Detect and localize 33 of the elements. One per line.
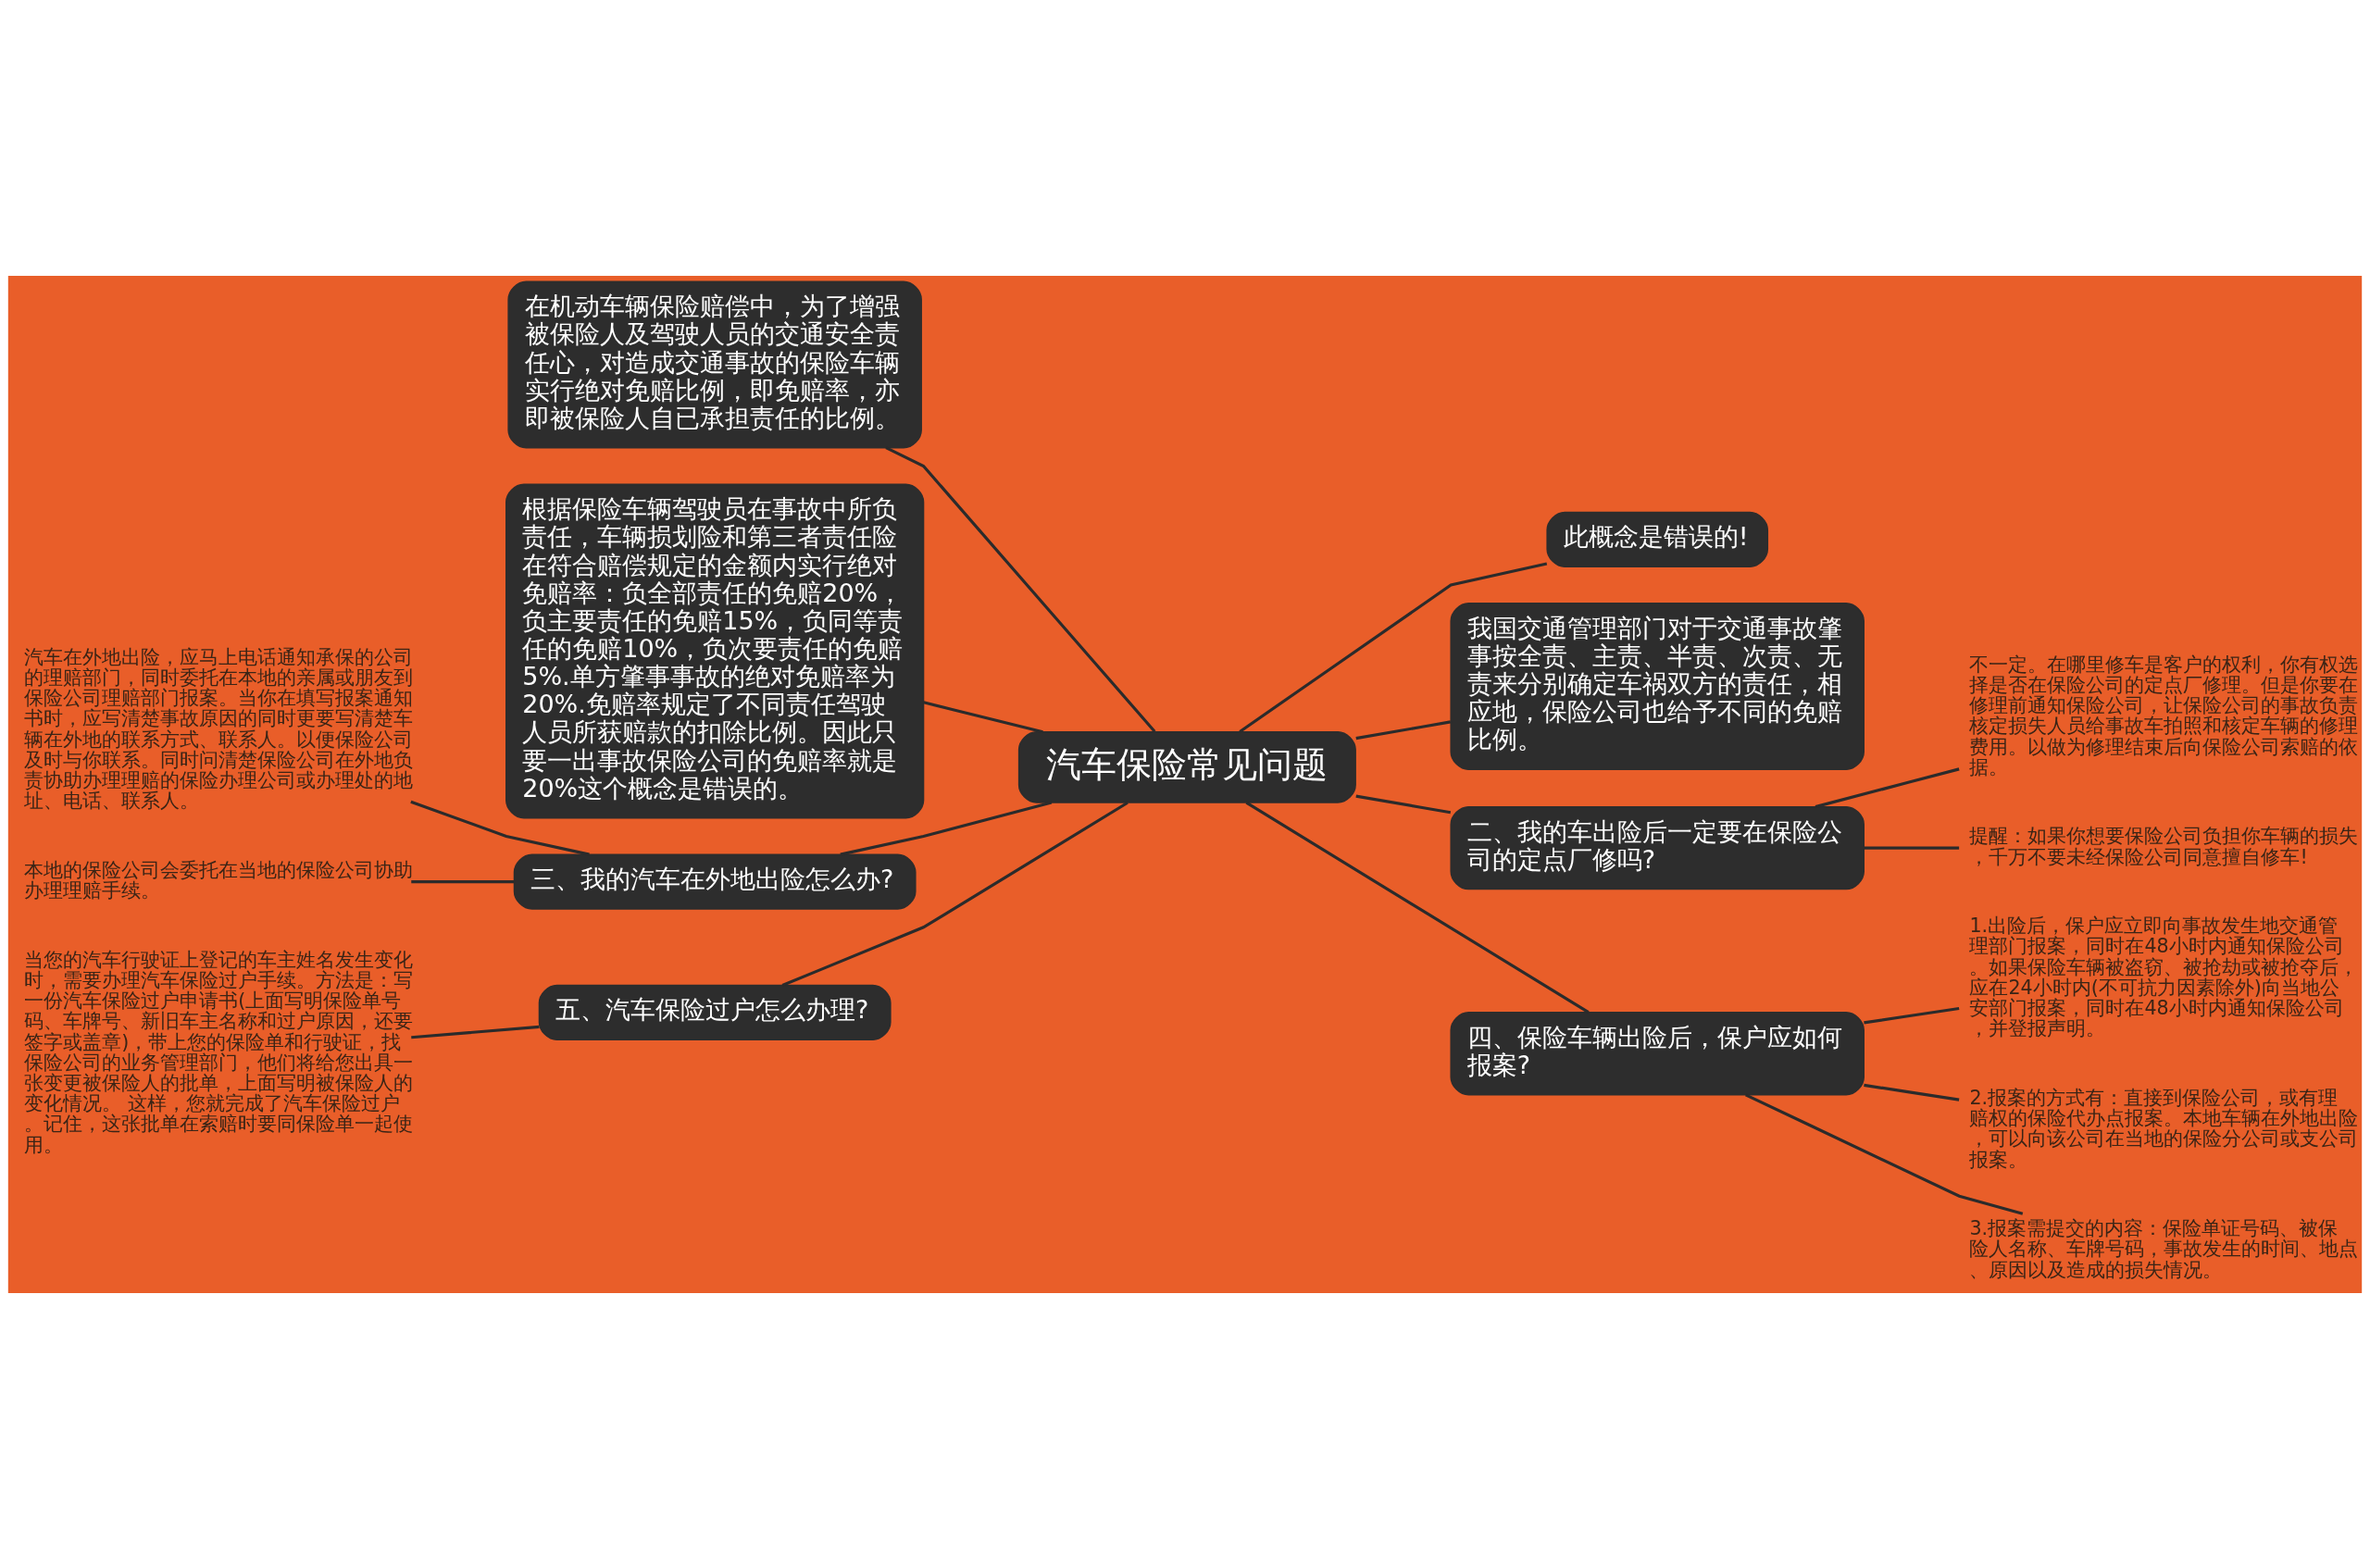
node-text: 3.报案需提交的内容：保险单证号码、被保险人名称、车牌号码，事故发生的时间、地点、原因以及造成的损失情况。 [1969, 1216, 2359, 1281]
connector [411, 1025, 540, 1039]
node-box: 五、汽车保险过户怎么办理? [538, 984, 892, 1040]
connector [1745, 1092, 2024, 1215]
node-box: 二、我的车出险后一定要在保险公司的定点厂修吗? [1450, 805, 1865, 890]
node-text: 1.出险后，保户应立即向事故发生地交通管理部门报案，同时在48小时内通知保险公司。如果保险车辆被盗窃、被抢劫或被抢夺后，应在24小时内(不可抗力因素除外)向当地公安部门报案，同时在48小时内通知保险公司，并登报声明。 [1969, 914, 2359, 1039]
node-box: 根据保险车辆驾驶员在事故中所负责任，车辆损划险和第三者责任险在符合赔偿规定的金额内实行绝对免赔率：负全部责任的免赔20%，负主要责任的免赔15%，负同等责任的免赔10%，负次要责任的免赔5%.单方肇事事故的绝对免赔率为20%.免赔率规定了不同责任驾驶人员所获赔款的扣除比例。因此只要一出事故保险公司的免赔率就是20%这个概念是错误的。 [505, 483, 925, 818]
node-box: 在机动车辆保险赔偿中，为了增强被保险人及驾驶人员的交通安全责任心，对造成交通事故的保险车辆实行绝对免赔比例，即免赔率，亦即被保险人自已承担责任的比例。 [507, 280, 922, 448]
node-box: 我国交通管理部门对于交通事故肇事按全责、主责、半责、次责、无责来分别确定车祸双方的责任，相应地，保险公司也给予不同的免赔比例。 [1450, 602, 1865, 770]
connector [1239, 562, 1548, 733]
node-box: 此概念是错误的! [1546, 511, 1769, 567]
connector [840, 801, 1053, 856]
connector [410, 800, 590, 856]
node-text: 本地的保险公司会委托在当地的保险公司协助办理理赔手续。 [24, 858, 414, 902]
connector [1245, 801, 1590, 1014]
connector [1864, 846, 1960, 850]
connector [1815, 766, 1960, 808]
connector [923, 700, 1043, 733]
connector [1864, 1083, 1960, 1101]
connector [885, 445, 1156, 732]
node-box: 四、保险车辆出险后，保户应如何报案? [1450, 1011, 1865, 1096]
connector [781, 801, 1129, 987]
connector [411, 879, 515, 883]
connector [1355, 794, 1452, 814]
node-text: 提醒：如果你想要保险公司负担你车辆的损失，千万不要未经保险公司同意擅自修车! [1969, 824, 2359, 868]
node-text: 当您的汽车行驶证上登记的车主姓名发生变化时，需要办理汽车保险过户手续。方法是：写一份汽车保险过户申请书(上面写明保险单号码、车牌号、新旧车主名称和过户原因，还要签字或盖章)，带上您的保险单和行驶证，找保险公司的业务管理部门，他们将给您出具一张变更被保险人的批单，上面写明被保险人的变化情况。 这样，您就完成了汽车保险过户。记住，这张批单在索赔时要同保险单一起使用。 [24, 948, 414, 1156]
node-box: 三、我的汽车在外地出险怎么办? [513, 853, 917, 910]
node-text: 汽车在外地出险，应马上电话通知承保的公司的理赔部门，同时委托在本地的亲属或朋友到保险公司理赔部门报案。当你在填写报案通知书时，应写清楚事故原因的同时更要写清楚车辆在外地的联系方式、联系人。以便保险公司及时与你联系。同时问清楚保险公司在外地负责协助办理理赔的保险办理公司或办理处的地址、电话、联系人。 [24, 645, 414, 812]
connector [1864, 1006, 1960, 1024]
connector [1355, 719, 1452, 740]
node-text: 2.报案的方式有：直接到保险公司，或有理赔权的保险代办点报案。本地车辆在外地出险，可以向该公司在当地的保险分公司或支公司报案。 [1969, 1086, 2359, 1171]
node-box: 汽车保险常见问题 [1017, 730, 1356, 803]
node-text: 不一定。在哪里修车是客户的权利，你有权选择是否在保险公司的定点厂修理。但是你要在修理前通知保险公司，让保险公司的事故负责核定损失人员给事故车拍照和核定车辆的修理费用。以做为修理结束后向保险公司索赔的依据。 [1969, 653, 2359, 778]
